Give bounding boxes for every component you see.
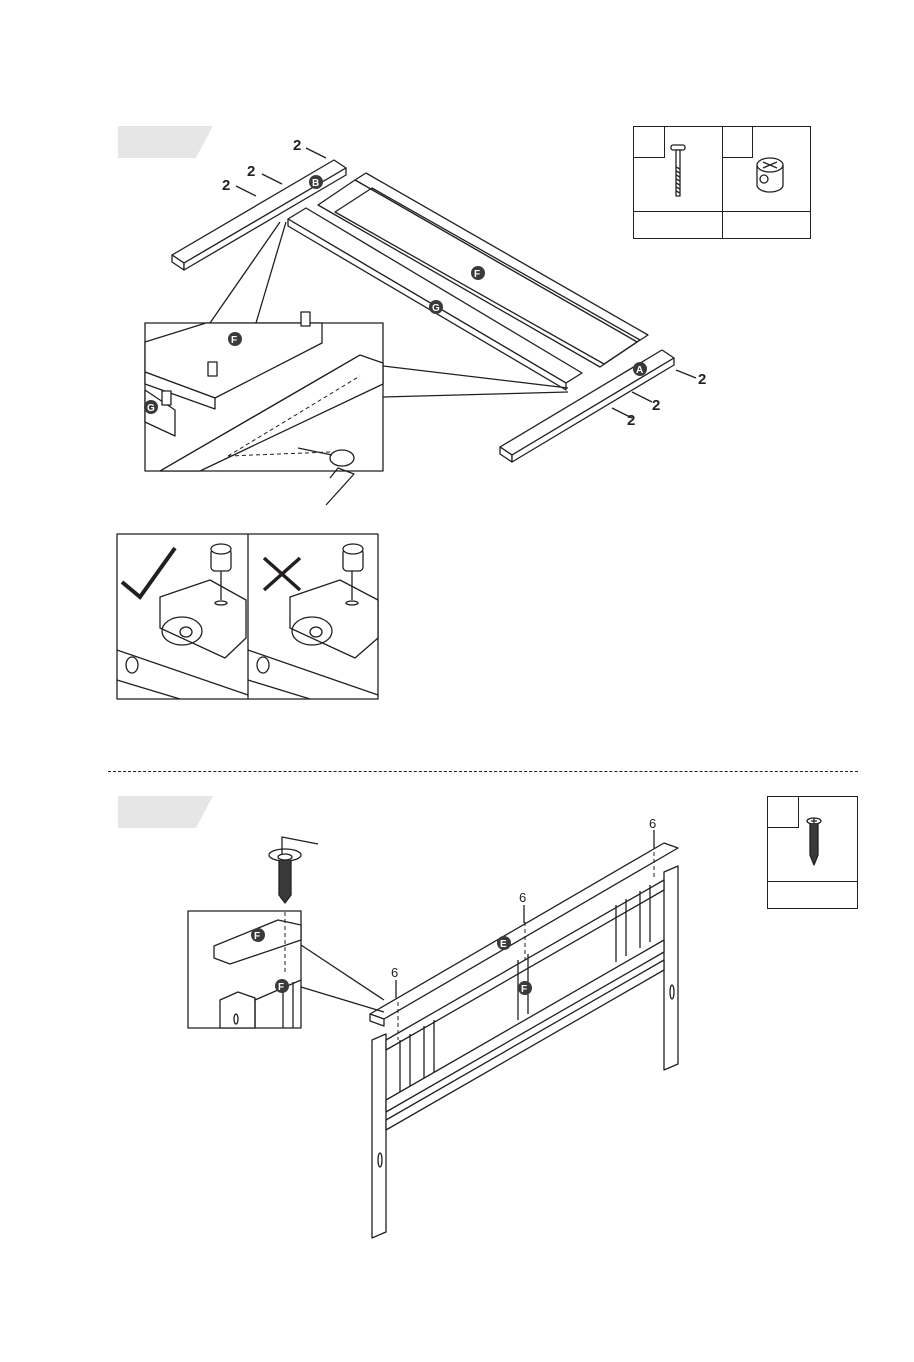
svg-text:F: F [278, 982, 284, 993]
svg-text:F: F [521, 984, 527, 995]
headboard-frame [372, 866, 678, 1238]
svg-text:6: 6 [391, 965, 398, 980]
detail-box-2 [188, 911, 384, 1028]
svg-text:6: 6 [519, 890, 526, 905]
part-badge-f: F [518, 981, 532, 995]
part-badge-f: F [251, 928, 265, 942]
svg-text:6: 6 [649, 816, 656, 831]
svg-text:F: F [254, 931, 260, 942]
top-cap-e [370, 843, 678, 1026]
part-badge-f: F [275, 979, 289, 993]
allen-key-screw [269, 837, 318, 903]
svg-text:E: E [500, 939, 507, 950]
part-badge-e: E [497, 936, 511, 950]
